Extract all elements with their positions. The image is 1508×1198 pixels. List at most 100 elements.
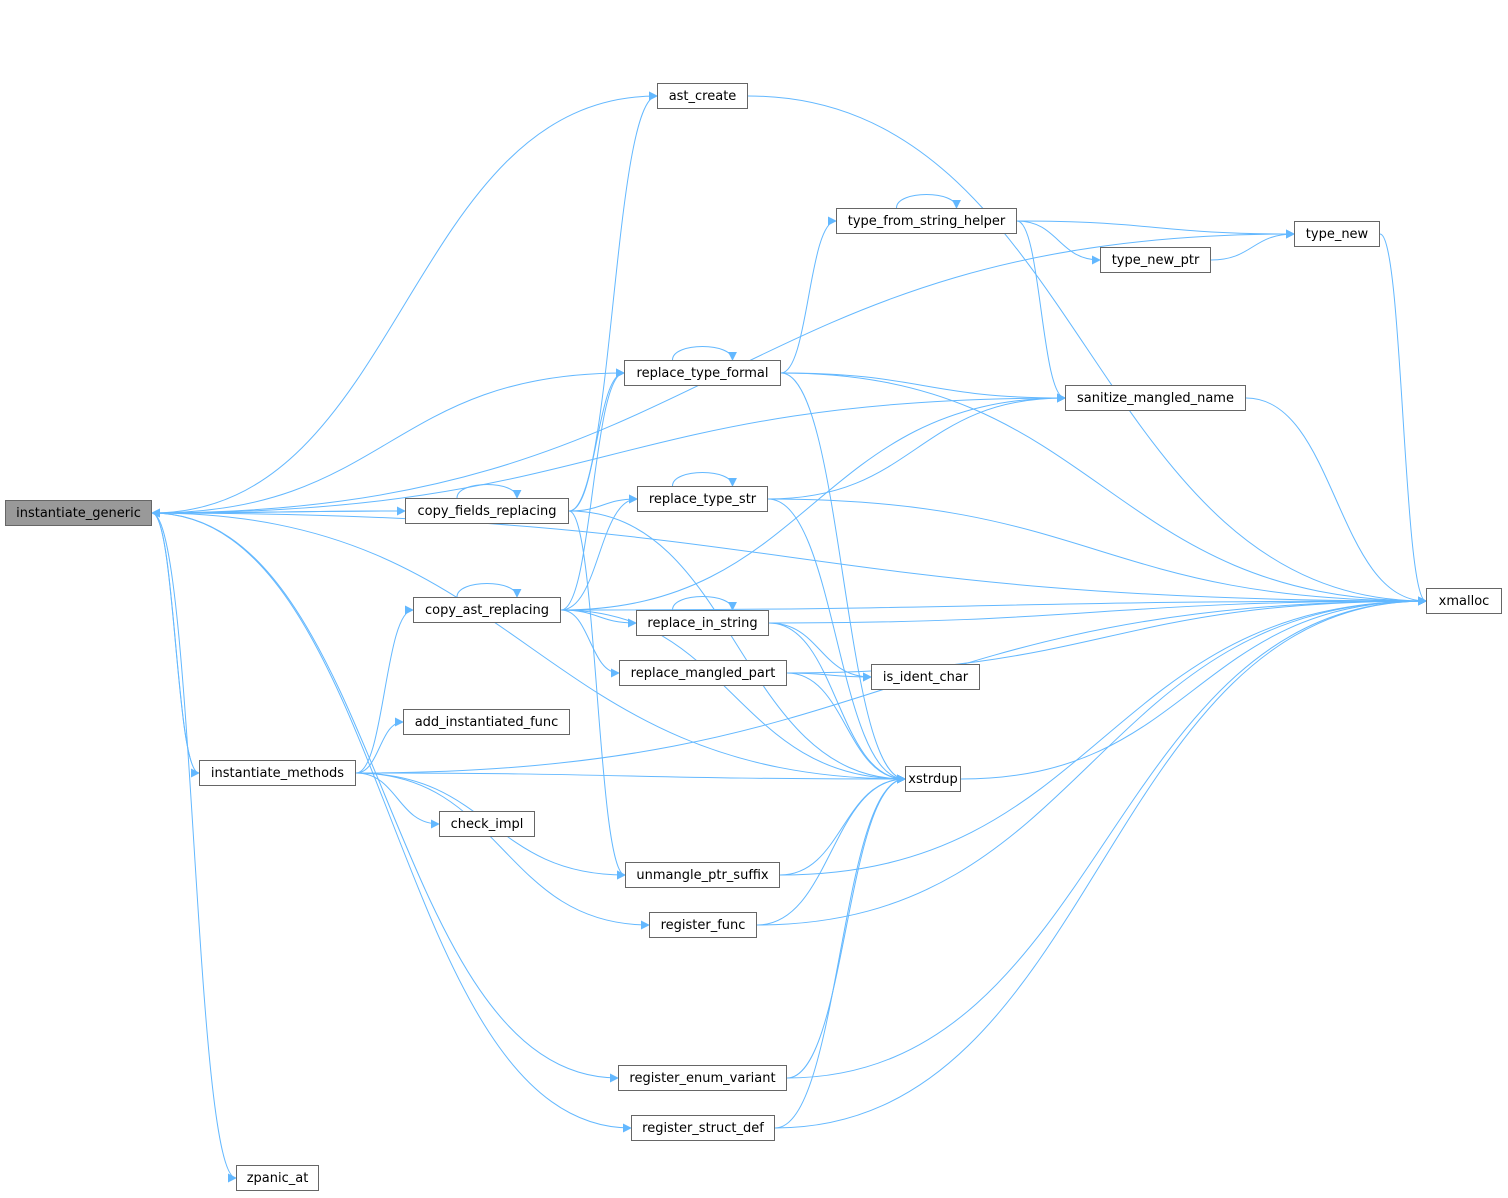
edge-type-new-ptr-to-type-new	[1210, 229, 1295, 261]
node-label: type_new	[1305, 226, 1369, 242]
edge-copy-ast-replacing-to-replace-type-formal	[560, 368, 625, 611]
node-label: copy_fields_replacing	[417, 503, 557, 519]
node-register-enum-variant[interactable]: register_enum_variant	[618, 1065, 787, 1091]
edge-instantiate-generic-to-ast-create	[151, 91, 658, 514]
edge-copy-fields-replacing-to-instantiate-generic	[151, 508, 406, 518]
edge-register-struct-def-to-xmalloc	[774, 596, 1427, 1129]
node-label: xmalloc	[1438, 593, 1490, 609]
edge-type-from-string-helper-to-type-new	[1016, 220, 1295, 239]
edge-instantiate-generic-to-register-struct-def	[151, 512, 632, 1133]
node-type-new-ptr[interactable]: type_new_ptr	[1100, 247, 1211, 273]
edge-copy-ast-replacing-to-replace-mangled-part	[560, 609, 620, 678]
edge-register-func-to-xmalloc	[756, 596, 1427, 926]
edge-instantiate-generic-to-xmalloc	[151, 512, 1427, 606]
edge-instantiate-generic-to-sanitize-mangled-name	[151, 393, 1066, 514]
node-sanitize-mangled-name[interactable]: sanitize_mangled_name	[1065, 385, 1246, 411]
node-label: ast_create	[668, 88, 737, 104]
node-label: zpanic_at	[246, 1170, 309, 1186]
node-label: instantiate_methods	[210, 765, 345, 781]
edge-instantiate-generic-to-xstrdup	[151, 512, 906, 784]
edge-copy-ast-replacing-to-replace-in-string	[560, 609, 637, 628]
node-label: replace_type_formal	[636, 365, 769, 381]
edge-replace-type-str-to-xstrdup	[767, 498, 906, 784]
edge-replace-type-formal-to-type-from-string-helper	[780, 216, 837, 374]
edge-replace-type-formal-to-xstrdup	[780, 372, 906, 784]
node-register-struct-def[interactable]: register_struct_def	[631, 1115, 775, 1141]
node-replace-type-str[interactable]: replace_type_str	[637, 486, 768, 512]
node-copy-fields-replacing[interactable]: copy_fields_replacing	[405, 498, 569, 524]
edge-xstrdup-to-xmalloc	[960, 596, 1427, 780]
edge-register-enum-variant-to-xmalloc	[786, 596, 1427, 1079]
node-ast-create[interactable]: ast_create	[657, 83, 748, 109]
node-check-impl[interactable]: check_impl	[439, 811, 535, 837]
node-is-ident-char[interactable]: is_ident_char	[871, 664, 980, 690]
edge-replace-in-string-to-xmalloc	[768, 596, 1427, 624]
edge-type-from-string-helper-to-type-new-ptr	[1016, 220, 1101, 265]
node-register-func[interactable]: register_func	[649, 912, 757, 938]
edge-replace-type-str-to-sanitize-mangled-name	[767, 393, 1066, 500]
edge-instantiate-methods-to-copy-ast-replacing	[355, 605, 414, 774]
node-instantiate-methods[interactable]: instantiate_methods	[199, 760, 356, 786]
edge-instantiate-generic-to-replace-type-formal	[151, 368, 625, 514]
node-type-new[interactable]: type_new	[1294, 221, 1380, 247]
edge-type-from-string-helper-to-sanitize-mangled-name	[1016, 220, 1066, 403]
edge-copy-fields-replacing-to-ast-create	[568, 91, 658, 512]
node-label: add_instantiated_func	[414, 714, 559, 730]
node-replace-mangled-part[interactable]: replace_mangled_part	[619, 660, 787, 686]
edge-replace-type-formal-to-xmalloc	[780, 372, 1427, 606]
edge-sanitize-mangled-name-to-xmalloc	[1245, 397, 1427, 606]
edge-replace-type-str-to-xmalloc	[767, 498, 1427, 606]
edge-unmangle-ptr-suffix-to-xmalloc	[779, 596, 1427, 876]
node-label: sanitize_mangled_name	[1077, 390, 1234, 406]
node-label: type_new_ptr	[1111, 252, 1200, 268]
edge-copy-ast-replacing-to-xstrdup	[560, 609, 906, 784]
edge-instantiate-methods-to-add-instantiated-func	[355, 717, 404, 774]
node-label: register_func	[660, 917, 746, 933]
edge-ast-create-to-xmalloc	[747, 95, 1427, 606]
edge-replace-type-formal-to-sanitize-mangled-name	[780, 372, 1066, 403]
edge-copy-ast-replacing-to-replace-type-str	[560, 494, 638, 611]
edge-copy-fields-replacing-to-replace-type-formal	[568, 368, 625, 512]
edge-register-struct-def-to-xstrdup	[774, 774, 906, 1129]
node-label: register_enum_variant	[629, 1070, 776, 1086]
edge-copy-fields-replacing-to-xstrdup	[568, 510, 906, 784]
edge-replace-type-formal-to-replace-type-formal	[672, 346, 737, 361]
node-xmalloc[interactable]: xmalloc	[1426, 588, 1502, 614]
edge-copy-fields-replacing-to-replace-type-str	[568, 494, 638, 512]
node-unmangle-ptr-suffix[interactable]: unmangle_ptr_suffix	[625, 862, 780, 888]
node-xstrdup[interactable]: xstrdup	[905, 766, 961, 792]
edge-instantiate-methods-to-xstrdup	[355, 772, 906, 784]
edge-copy-ast-replacing-to-xmalloc	[560, 596, 1427, 611]
node-label: xstrdup	[908, 771, 958, 787]
edge-copy-ast-replacing-to-sanitize-mangled-name	[560, 393, 1066, 611]
node-label: copy_ast_replacing	[424, 602, 550, 618]
edge-instantiate-generic-to-zpanic-at	[151, 512, 237, 1183]
edge-replace-in-string-to-xstrdup	[768, 622, 906, 784]
edge-instantiate-methods-to-register-func	[355, 772, 650, 930]
edge-register-func-to-xstrdup	[756, 774, 906, 926]
node-label: unmangle_ptr_suffix	[636, 867, 769, 883]
node-replace-in-string[interactable]: replace_in_string	[636, 610, 769, 636]
node-label: register_struct_def	[642, 1120, 764, 1136]
edge-instantiate-methods-to-instantiate-generic	[151, 508, 200, 774]
edge-copy-ast-replacing-to-copy-ast-replacing	[456, 583, 522, 598]
node-label: check_impl	[450, 816, 524, 832]
edge-instantiate-methods-to-check-impl	[355, 772, 440, 829]
edge-replace-mangled-part-to-xstrdup	[786, 672, 906, 784]
node-label: is_ident_char	[882, 669, 969, 685]
node-replace-type-formal[interactable]: replace_type_formal	[624, 360, 781, 386]
node-label: instantiate_generic	[16, 505, 141, 521]
node-zpanic-at[interactable]: zpanic_at	[236, 1165, 319, 1191]
edge-replace-in-string-to-is-ident-char	[768, 622, 872, 682]
edge-unmangle-ptr-suffix-to-xstrdup	[779, 774, 906, 876]
node-label: replace_mangled_part	[630, 665, 776, 681]
edge-type-from-string-helper-to-type-from-string-helper	[896, 194, 961, 209]
edge-copy-fields-replacing-to-copy-fields-replacing	[456, 484, 522, 499]
node-label: replace_in_string	[647, 615, 758, 631]
node-label: type_from_string_helper	[847, 213, 1006, 229]
node-copy-ast-replacing[interactable]: copy_ast_replacing	[413, 597, 561, 623]
node-instantiate-generic[interactable]: instantiate_generic	[5, 500, 152, 526]
node-type-from-string-helper[interactable]: type_from_string_helper	[836, 208, 1017, 234]
node-add-instantiated-func[interactable]: add_instantiated_func	[403, 709, 570, 735]
